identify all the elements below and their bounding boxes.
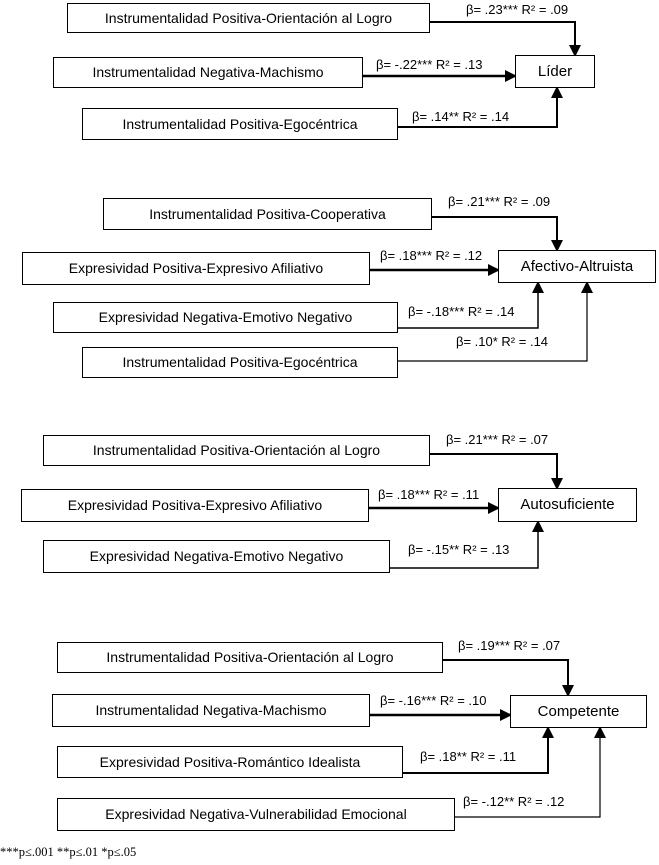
arrow-g2-top-elbow: [432, 216, 563, 252]
predictor-box: Instrumentalidad Negativa-Machismo: [52, 694, 370, 727]
path-stat-label: β= .19*** R² = .07: [458, 638, 561, 653]
predictor-box: Instrumentalidad Negativa-Machismo: [53, 57, 363, 88]
predictor-label: Expresividad Negativa-Vulnerabilidad Emo…: [105, 806, 407, 823]
predictor-label: Instrumentalidad Negativa-Machismo: [95, 702, 327, 719]
arrow-g2-bottom-elbow-1: [398, 281, 544, 329]
predictor-label: Expresividad Negativa-Emotivo Negativo: [98, 309, 353, 326]
path-stat-label: β= .18*** R² = .11: [378, 487, 480, 502]
outcome-label: Afectivo-Altruista: [520, 257, 634, 275]
predictor-box: Instrumentalidad Positiva-Egocéntrica: [82, 347, 398, 378]
path-stat-label: β= .23*** R² = .09: [466, 2, 569, 17]
predictor-box: Expresividad Positiva-Expresivo Afiliati…: [21, 489, 369, 522]
outcome-box: Autosuficiente: [498, 488, 637, 522]
outcome-box: Afectivo-Altruista: [498, 250, 656, 283]
path-stat-label: β= .21*** R² = .09: [448, 194, 551, 209]
predictor-box: Expresividad Negativa-Emotivo Negativo: [43, 540, 390, 573]
predictor-box: Expresividad Negativa-Vulnerabilidad Emo…: [57, 798, 455, 831]
path-stat-label: β= -.18*** R² = .14: [408, 304, 515, 319]
path-stat-label: β= .18*** R² = .12: [380, 248, 483, 263]
path-stat-label: β= .10* R² = .14: [456, 334, 549, 349]
predictor-label: Instrumentalidad Positiva-Orientación al…: [106, 649, 394, 666]
predictor-label: Instrumentalidad Positiva-Orientación al…: [92, 442, 381, 459]
arrow-g3-top-elbow: [430, 453, 563, 490]
predictor-label: Expresividad Positiva-Expresivo Afiliati…: [67, 497, 323, 514]
predictor-box: Instrumentalidad Positiva-Orientación al…: [67, 3, 430, 33]
path-stat-label: β= -.16*** R² = .10: [380, 693, 487, 708]
outcome-box: Competente: [510, 695, 647, 728]
path-stat-label: β= -.15** R² = .13: [408, 542, 510, 557]
arrow-g3-bottom-elbow: [390, 520, 544, 569]
outcome-label: Autosuficiente: [520, 496, 615, 514]
predictor-label: Instrumentalidad Negativa-Machismo: [92, 64, 324, 81]
arrow-g1-top-elbow: [430, 21, 581, 57]
predictor-label: Expresividad Positiva-Expresivo Afiliati…: [68, 260, 324, 277]
predictor-label: Expresividad Positiva-Romántico Idealist…: [99, 753, 361, 770]
predictor-label: Expresividad Negativa-Emotivo Negativo: [89, 548, 344, 565]
arrow-g1-bottom-elbow: [398, 86, 563, 128]
predictor-box: Instrumentalidad Positiva-Orientación al…: [43, 435, 430, 466]
outcome-label: Líder: [537, 62, 573, 80]
arrow-g4-top-elbow: [443, 659, 574, 697]
significance-footnote: ***p≤.001 **p≤.01 *p≤.05: [0, 845, 137, 859]
predictor-label: Instrumentalidad Positiva-Cooperativa: [149, 205, 386, 222]
path-stat-label: β= .18** R² = .11: [420, 749, 517, 764]
arrow-g4-bottom-elbow-2: [455, 726, 606, 818]
path-stat-label: β= -.22*** R² = .13: [376, 57, 483, 72]
predictor-box: Expresividad Positiva-Romántico Idealist…: [57, 746, 403, 778]
outcome-box: Líder: [515, 55, 595, 88]
path-stat-label: β= .14** R² = .14: [412, 109, 510, 124]
predictor-box: Instrumentalidad Positiva-Cooperativa: [103, 198, 432, 230]
predictor-box: Expresividad Positiva-Expresivo Afiliati…: [22, 252, 370, 285]
predictor-box: Instrumentalidad Positiva-Orientación al…: [57, 642, 443, 673]
outcome-label: Competente: [537, 702, 620, 720]
arrow-g4-bottom-elbow-1: [403, 726, 554, 774]
predictor-label: Instrumentalidad Positiva-Egocéntrica: [122, 354, 358, 371]
path-stat-label: β= -.12** R² = .12: [463, 794, 565, 809]
arrow-g2-bottom-elbow-2: [398, 281, 593, 362]
predictor-box: Expresividad Negativa-Emotivo Negativo: [53, 302, 398, 333]
path-stat-label: β= .21*** R² = .07: [446, 432, 549, 447]
predictor-label: Instrumentalidad Positiva-Egocéntrica: [122, 115, 358, 132]
predictor-label: Instrumentalidad Positiva-Orientación al…: [104, 9, 393, 26]
predictor-box: Instrumentalidad Positiva-Egocéntrica: [82, 108, 398, 140]
